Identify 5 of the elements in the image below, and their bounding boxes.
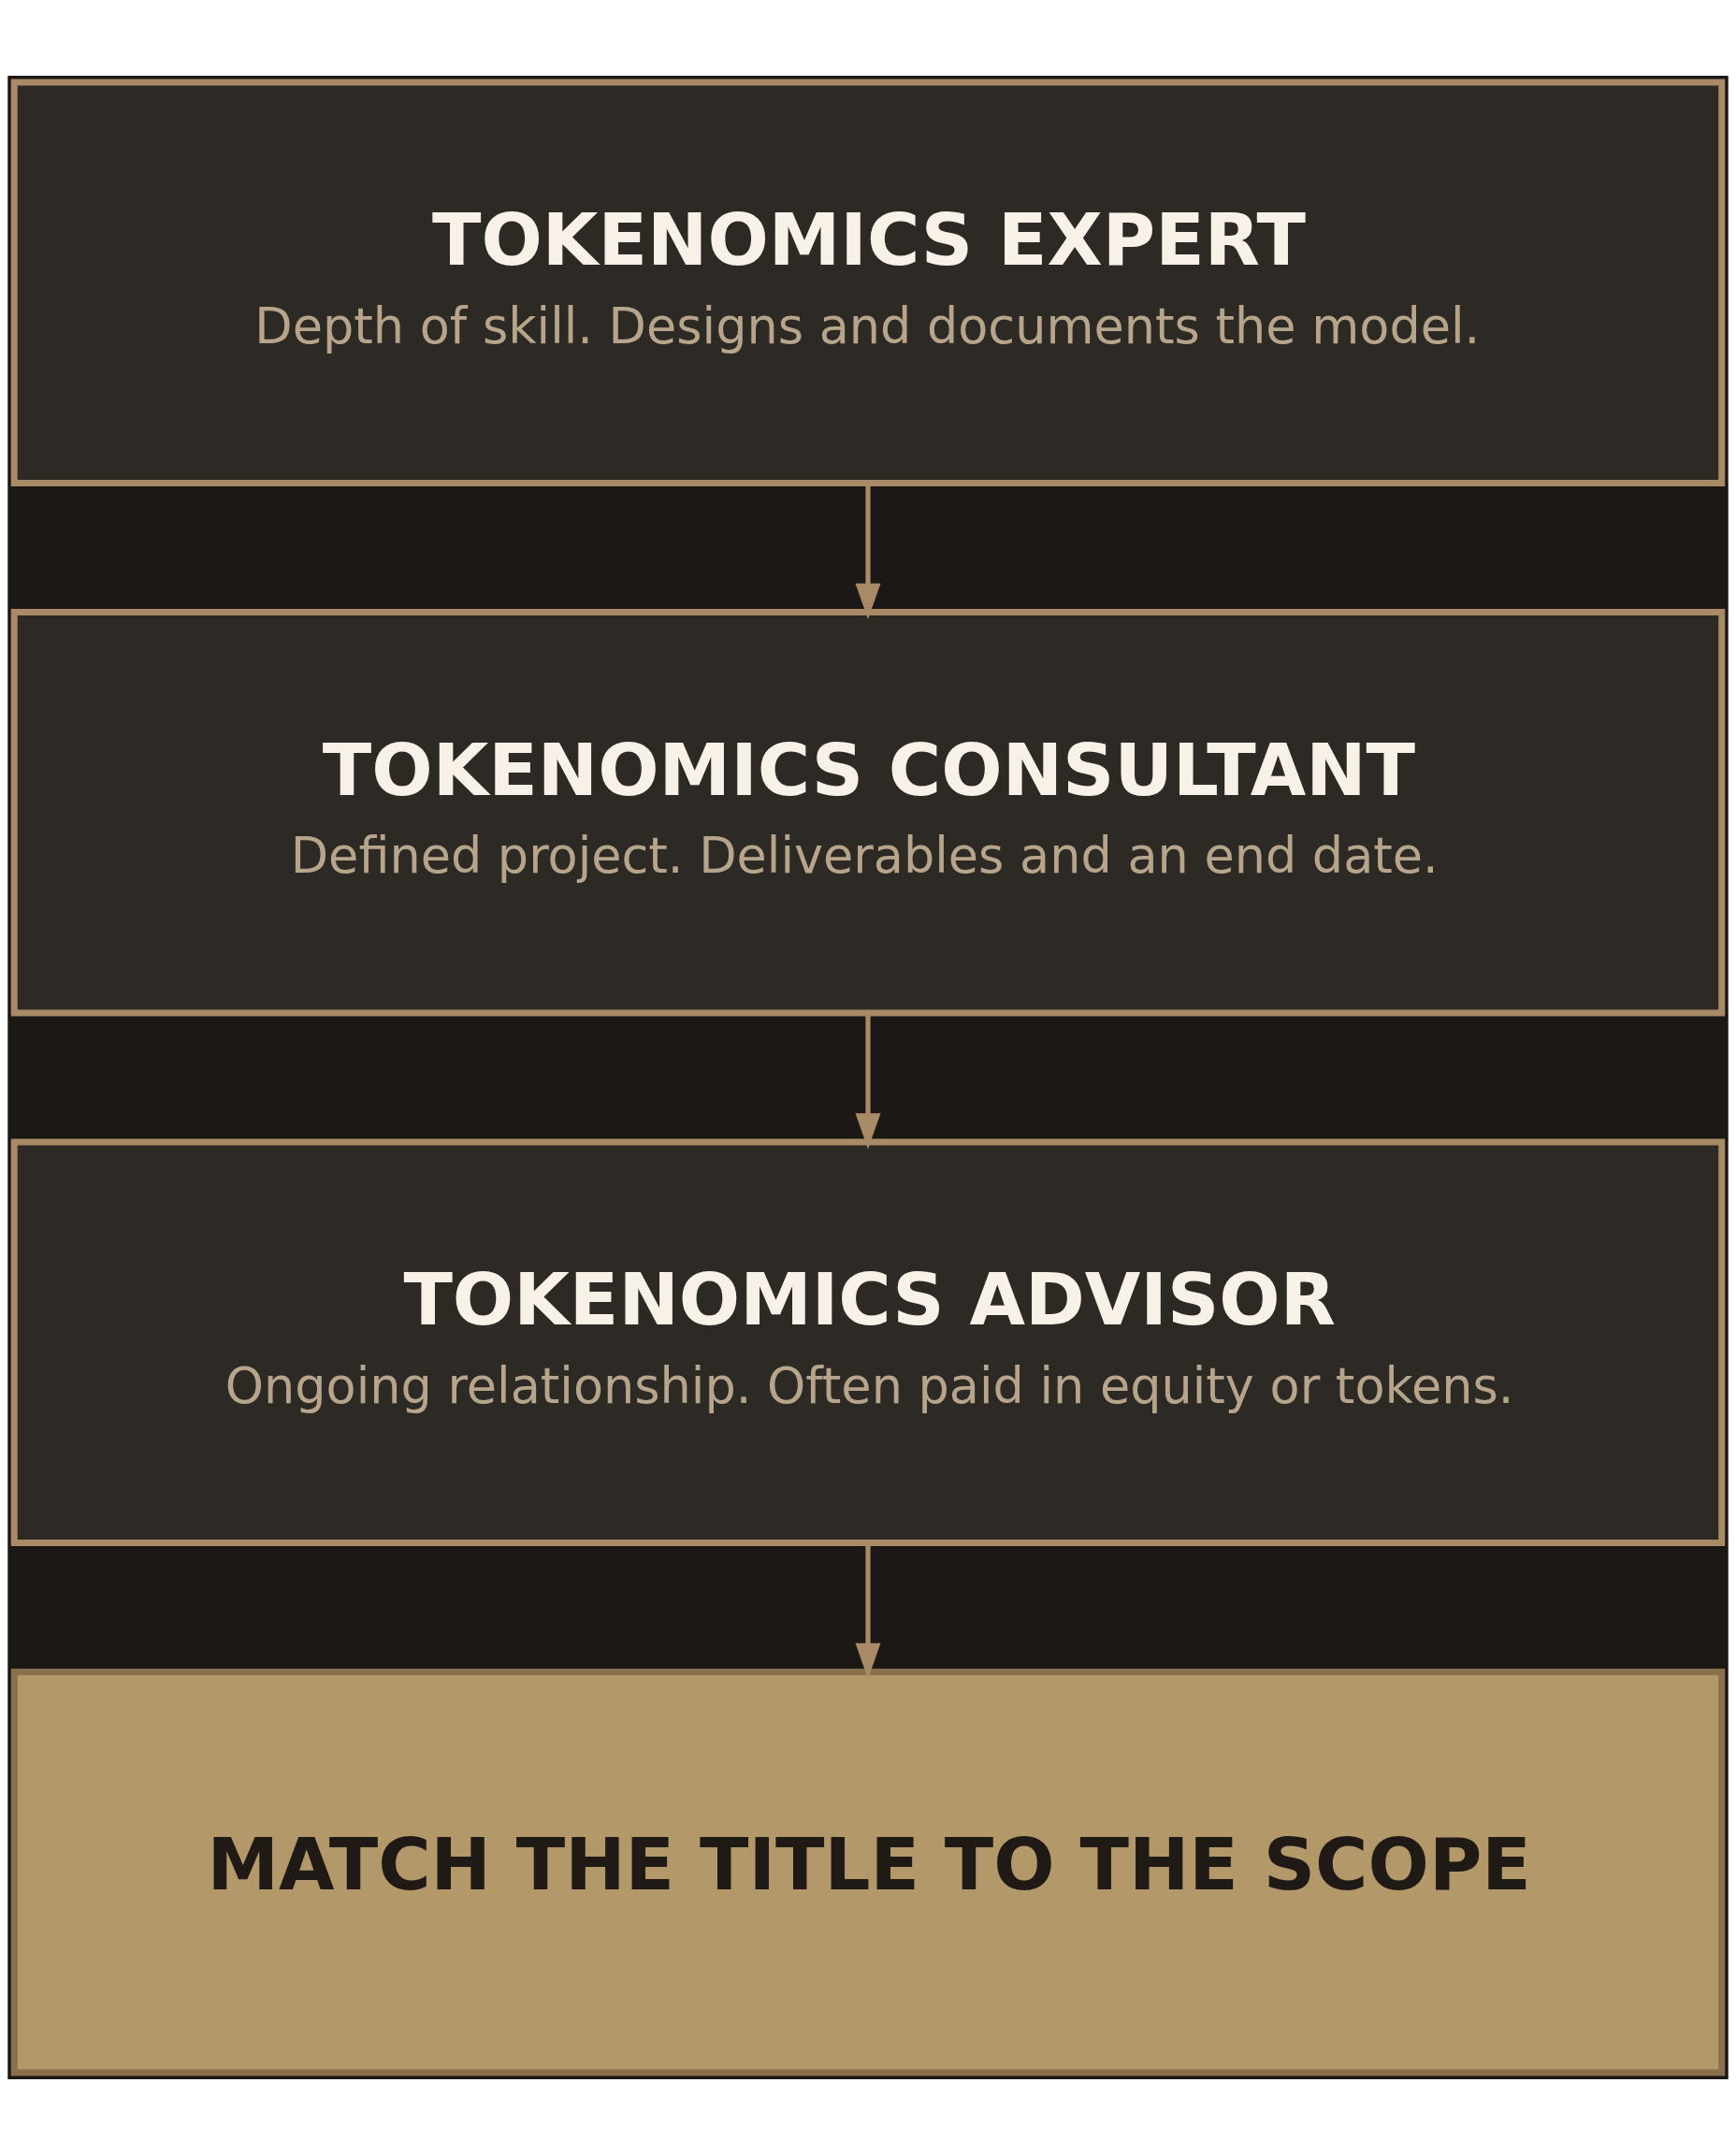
node-box: TOKENOMICS EXPERT Depth of skill. Designs and documents the model.: [10, 79, 1726, 486]
arrow: [855, 1013, 881, 1150]
node-box: TOKENOMICS ADVISOR Ongoing relationship. Often paid in equity or tokens.: [10, 1138, 1726, 1546]
node-box: TOKENOMICS CONSULTANT Defined project. Deliverables and an end date.: [10, 609, 1726, 1017]
node-box: MATCH THE TITLE TO THE SCOPE: [10, 1669, 1726, 2076]
